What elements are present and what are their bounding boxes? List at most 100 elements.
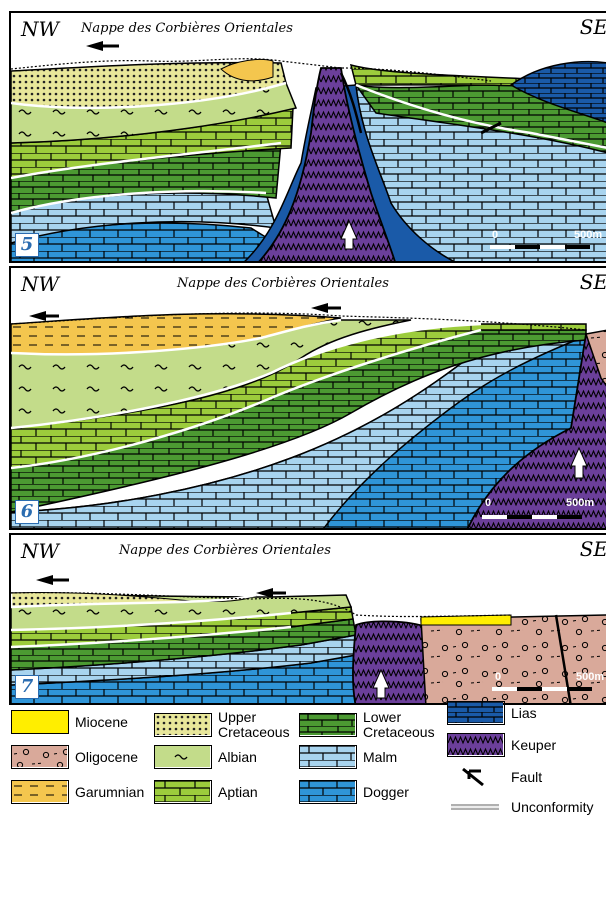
- nw-direction-label: NW: [21, 539, 60, 563]
- fault: [480, 121, 502, 135]
- nappe-title: Nappe des Corbières Orientales: [81, 21, 293, 36]
- legend-label: Oligocene: [75, 748, 139, 765]
- thrust-arrow: [36, 575, 53, 585]
- legend-label: Albian: [218, 748, 257, 765]
- se-direction-label: SE: [579, 15, 606, 39]
- legend-item-garumnian: Garumnian: [11, 780, 144, 804]
- section-drawing-6: [11, 268, 606, 528]
- dogger-swatch: [299, 780, 357, 804]
- thrust-arrow: [29, 311, 46, 321]
- upper-cretaceous-swatch: [154, 713, 212, 737]
- unconformity-symbol-icon: [447, 795, 505, 819]
- legend: Miocene Oligocene Garumnian Upper Cretac…: [9, 701, 606, 907]
- se-direction-label: SE: [579, 270, 606, 294]
- legend-label: Malm: [363, 748, 398, 765]
- legend-item-aptian: Aptian: [154, 780, 258, 804]
- topography-line: [11, 312, 587, 331]
- scale-bar: [507, 515, 532, 519]
- diapir-uplift-arrow: [372, 668, 390, 699]
- legend-item-oligocene: Oligocene: [11, 745, 138, 769]
- miocene-swatch: [11, 710, 69, 734]
- legend-label: Aptian: [218, 783, 258, 800]
- lias-layer: [509, 60, 606, 124]
- scale-bar: [517, 687, 542, 691]
- scale-start-label: 0: [492, 229, 499, 241]
- scale-end-label: 500m: [574, 229, 603, 241]
- fault-symbol-icon: [447, 765, 505, 789]
- diapir-uplift-arrow: [340, 219, 358, 250]
- malm-swatch: [299, 745, 357, 769]
- legend-item-lower-cretaceous: Lower Cretaceous: [299, 710, 443, 740]
- unconformity-line: [355, 83, 606, 149]
- legend-item-keuper: Keuper: [447, 733, 556, 757]
- nw-direction-label: NW: [21, 272, 60, 296]
- topography-line: [11, 592, 512, 618]
- thrust-arrow: [256, 588, 273, 598]
- cross-section-panel-7: NW Nappe des Corbières Orientales SE 0 5…: [9, 533, 606, 705]
- thrust-arrow: [86, 41, 103, 51]
- unconformity-line: [11, 189, 267, 215]
- legend-label: Upper Cretaceous: [218, 709, 290, 740]
- legend-item-dogger: Dogger: [299, 780, 409, 804]
- keuper-swatch: [447, 733, 505, 757]
- legend-label: Dogger: [363, 783, 409, 800]
- se-direction-label: SE: [579, 537, 606, 561]
- legend-label: Keuper: [511, 736, 557, 753]
- legend-item-malm: Malm: [299, 745, 397, 769]
- nw-direction-label: NW: [21, 17, 60, 41]
- scale-bar: [557, 515, 582, 519]
- section-drawing-5: [11, 13, 606, 261]
- garumnian-swatch: [11, 780, 69, 804]
- nappe-title: Nappe des Corbières Orientales: [119, 543, 331, 558]
- thrust-arrow: [311, 303, 328, 313]
- legend-item-lias: Lias: [447, 701, 537, 725]
- scale-start-label: 0: [485, 497, 492, 509]
- legend-item-albian: Albian: [154, 745, 257, 769]
- scale-bar: [567, 687, 592, 691]
- fault: [339, 72, 363, 134]
- panel-number: 5: [15, 233, 39, 257]
- unconformity-line: [11, 328, 482, 470]
- legend-label: Garumnian: [75, 783, 145, 800]
- oligocene-layer: [585, 329, 606, 387]
- keuper-diapir: [258, 67, 396, 261]
- keuper-diapir: [466, 333, 606, 528]
- oligocene-layer: [420, 614, 606, 703]
- legend-label: Fault: [511, 768, 543, 785]
- scale-end-label: 500m: [576, 671, 605, 683]
- unconformity-line: [11, 322, 482, 430]
- unconformity-line: [11, 141, 282, 180]
- legend-item-miocene: Miocene: [11, 710, 128, 734]
- aptian-swatch: [154, 780, 212, 804]
- miocene-layer: [420, 614, 512, 626]
- panel-number: 7: [15, 675, 39, 699]
- unconformity-line: [11, 318, 342, 356]
- cross-section-panel-5: NW Nappe des Corbières Orientales SE 0 5…: [9, 11, 606, 263]
- legend-item-upper-cretaceous: Upper Cretaceous: [154, 710, 298, 740]
- legend-item-unconformity: Unconformity: [447, 795, 593, 819]
- garumnian-layer: [220, 58, 274, 82]
- keuper-diapir: [352, 620, 427, 703]
- albian-swatch: [154, 745, 212, 769]
- scale-bar: [565, 245, 590, 249]
- lias-swatch: [447, 701, 505, 725]
- legend-item-fault: Fault: [447, 765, 542, 789]
- diapir-uplift-arrow: [570, 446, 588, 479]
- lower-cretaceous-swatch: [299, 713, 357, 737]
- unconformity-line: [11, 81, 287, 110]
- legend-label: Unconformity: [511, 798, 594, 815]
- cross-section-panel-6: NW Nappe des Corbières Orientales SE 0 5…: [9, 266, 606, 530]
- panel-number: 6: [15, 500, 39, 524]
- unconformity-line: [11, 611, 292, 632]
- nappe-title: Nappe des Corbières Orientales: [177, 276, 389, 291]
- scale-bar: [515, 245, 540, 249]
- oligocene-swatch: [11, 745, 69, 769]
- legend-label: Lias: [511, 704, 537, 721]
- legend-label: Lower Cretaceous: [363, 709, 435, 740]
- section-drawing-7: [11, 535, 606, 703]
- scale-start-label: 0: [495, 671, 502, 683]
- legend-label: Miocene: [75, 713, 128, 730]
- fault: [554, 614, 572, 703]
- topography-line: [11, 58, 492, 82]
- unconformity-line: [11, 625, 292, 649]
